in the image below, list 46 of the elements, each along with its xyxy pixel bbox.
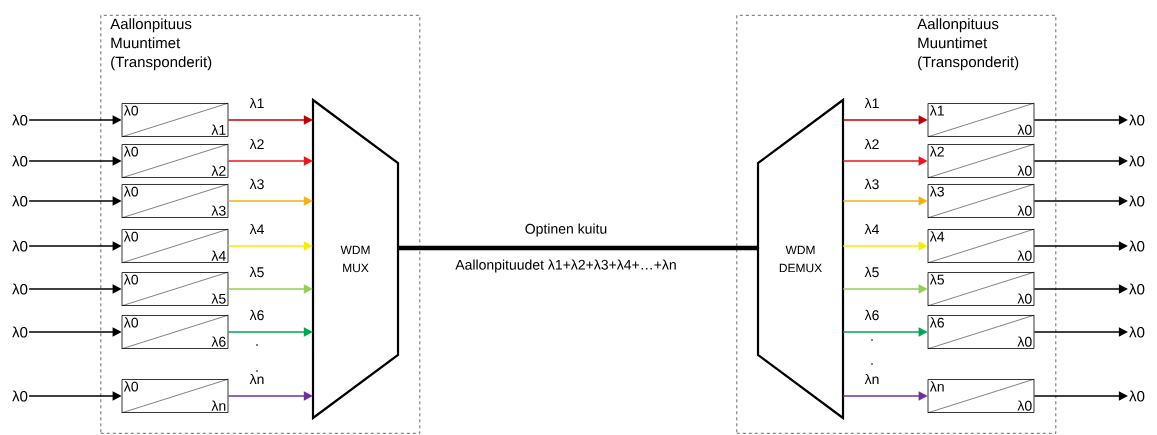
converter-box: λ5 λ0 [927, 271, 1035, 307]
ellipsis-dot: . [256, 344, 258, 346]
group-heading: Aallonpituus Muuntimet (Transponderit) [917, 18, 1019, 71]
signal-label: λ0 [12, 326, 28, 338]
ellipsis-dot: . [256, 370, 258, 372]
signal-label: λ0 [1129, 114, 1145, 126]
edge-label: λn [249, 373, 264, 385]
signal-label: λ0 [1129, 326, 1145, 338]
edge-label: λ2 [864, 138, 879, 150]
edge-label: λ4 [249, 223, 264, 235]
converter-box: λ6 λ0 [927, 314, 1035, 350]
fiber-note: Aallonpituudet λ1+λ2+λ3+λ4+…+λn [455, 259, 676, 273]
edge-label: λ4 [864, 223, 879, 235]
edge-label: λ6 [864, 309, 879, 321]
converter-box: λ0 λ6 [121, 314, 229, 350]
edge-label: Optinen kuitu [525, 223, 607, 237]
edge-label: λ2 [249, 138, 264, 150]
converter-box: λ3 λ0 [927, 183, 1035, 219]
signal-label: λ0 [12, 390, 28, 402]
edge-label: λ1 [864, 97, 879, 109]
edge-label: λ5 [249, 266, 264, 278]
signal-label: λ0 [1129, 283, 1145, 295]
signal-label: λ0 [1129, 240, 1145, 252]
edge-label: λ1 [249, 97, 264, 109]
signal-label: λ0 [1129, 155, 1145, 167]
edge-label: λ6 [249, 309, 264, 321]
signal-label: λ0 [1129, 390, 1145, 402]
signal-label: λ0 [12, 283, 28, 295]
converter-box: λn λ0 [927, 378, 1035, 414]
signal-label: λ0 [12, 155, 28, 167]
signal-label: λ0 [12, 114, 28, 126]
converter-box: λ0 λn [121, 378, 229, 414]
ellipsis-dot: . [871, 363, 873, 365]
signal-label: λ0 [12, 195, 28, 207]
converter-box: λ0 λ5 [121, 271, 229, 307]
converter-box: λ0 λ3 [121, 183, 229, 219]
ellipsis-dot: . [871, 339, 873, 341]
edge-label: λ3 [249, 178, 264, 190]
edge-label: λ5 [864, 266, 879, 278]
converter-box: λ4 λ0 [927, 228, 1035, 264]
converter-box: λ0 λ4 [121, 228, 229, 264]
edge-label: λ3 [864, 178, 879, 190]
signal-label: λ0 [12, 240, 28, 252]
group-heading: Aallonpituus Muuntimet (Transponderit) [110, 18, 212, 71]
signal-label: λ0 [1129, 195, 1145, 207]
edge-label: λn [864, 373, 879, 385]
